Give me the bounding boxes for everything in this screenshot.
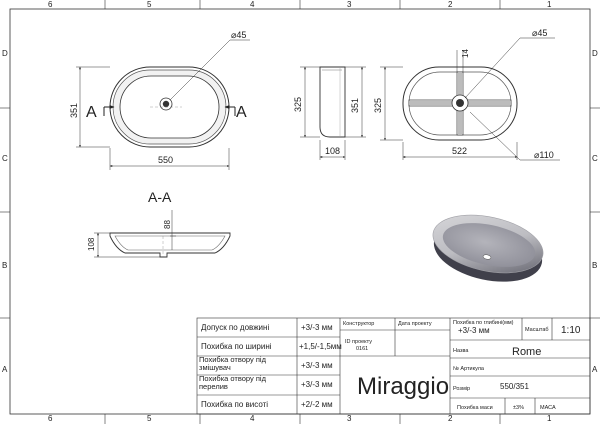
dim-width-label: 550 bbox=[158, 155, 173, 165]
tolerance-label: Похибка отвору під перелив bbox=[199, 375, 266, 391]
foot-dia-label: ⌀110 bbox=[534, 150, 554, 160]
depth-tolerance-value: +3/-3 мм bbox=[458, 326, 490, 335]
mass-error-value: ±3% bbox=[513, 405, 524, 411]
section-view: A-A 108 88 bbox=[87, 189, 231, 258]
mass-error-label: Похибка маси bbox=[457, 405, 493, 411]
section-letter: A bbox=[86, 104, 97, 121]
drain-leader bbox=[169, 39, 231, 101]
grid-columns-top: 6 5 4 3 2 1 bbox=[48, 0, 552, 9]
scale-value: 1:10 bbox=[561, 325, 581, 336]
sheet-border bbox=[9, 8, 591, 415]
grid-row-label: D bbox=[592, 49, 598, 58]
grid-col-label: 3 bbox=[347, 414, 352, 423]
project-id-label: ID проекту bbox=[345, 339, 372, 345]
grid-row-label: B bbox=[592, 261, 597, 270]
section-depth-label: 108 bbox=[87, 237, 96, 251]
dim-width bbox=[109, 148, 230, 170]
top-view: A A 550 351 ⌀45 bbox=[69, 30, 250, 170]
dim-side-depth-label: 108 bbox=[325, 146, 340, 156]
name-label: Назва bbox=[453, 348, 469, 354]
grid-row-label: A bbox=[592, 365, 598, 374]
dim-bottom-width-label: 522 bbox=[452, 146, 467, 156]
tolerance-value: +3/-3 мм bbox=[301, 361, 333, 370]
side-view: 325 351 108 bbox=[293, 66, 366, 160]
grid-rows-right: D C B A bbox=[592, 49, 598, 374]
tolerance-label: Похибка по ширині bbox=[201, 342, 272, 351]
dim-side-height-label: 325 bbox=[293, 97, 303, 112]
tolerance-value: +3/-3 мм bbox=[301, 323, 333, 332]
section-title: A-A bbox=[148, 189, 172, 205]
grid-row-label: B bbox=[2, 261, 7, 270]
section-marker-left: A bbox=[86, 104, 115, 121]
render-3d bbox=[432, 214, 544, 282]
grid-row-label: D bbox=[2, 49, 8, 58]
tolerance-value: +3/-3 мм bbox=[301, 380, 333, 389]
mass-label: МАСА bbox=[540, 405, 556, 411]
title-block-fields: Конструктор Дата проекту ID проекту 0161… bbox=[343, 320, 581, 411]
grid-rows-left: D C B A bbox=[2, 49, 8, 374]
grid-row-label: A bbox=[2, 365, 8, 374]
dim-height bbox=[76, 66, 110, 148]
grid-col-label: 5 bbox=[147, 414, 152, 423]
article-label: № Артикула bbox=[453, 366, 485, 372]
dim-rib-label: 14 bbox=[461, 49, 470, 58]
basin-3d-drain bbox=[482, 254, 492, 260]
tolerance-value: +2/-2 мм bbox=[301, 400, 333, 409]
size-label: Розмір bbox=[453, 386, 470, 392]
project-id-value: 0161 bbox=[356, 346, 368, 352]
grid-col-label: 1 bbox=[547, 0, 552, 9]
tolerance-table: Допуск по довжині +3/-3 мм Похибка по ши… bbox=[199, 323, 342, 409]
grid-col-label: 6 bbox=[48, 0, 53, 9]
tolerance-label: Похибка отвору під змішувач bbox=[199, 356, 266, 372]
grid-col-label: 4 bbox=[250, 0, 255, 9]
designer-label: Конструктор bbox=[343, 321, 374, 327]
side-profile bbox=[319, 66, 346, 138]
bottom-drain-hole bbox=[456, 99, 464, 107]
grid-columns-bottom: 6 5 4 3 2 1 bbox=[48, 414, 552, 423]
name-value: Rome bbox=[512, 346, 541, 358]
date-label: Дата проекту bbox=[398, 321, 432, 327]
grid-row-label: C bbox=[592, 154, 598, 163]
dim-height-label: 351 bbox=[69, 103, 79, 118]
bottom-view: 325 522 14 ⌀45 ⌀110 bbox=[373, 28, 560, 161]
tolerance-label: Допуск по довжині bbox=[201, 323, 269, 332]
drain-hole bbox=[162, 100, 170, 108]
grid-col-label: 2 bbox=[448, 414, 453, 423]
grid-row-label: C bbox=[2, 154, 8, 163]
grid-col-label: 2 bbox=[448, 0, 453, 9]
dim-bottom-height-label: 325 bbox=[373, 98, 383, 113]
grid-col-label: 6 bbox=[48, 414, 53, 423]
brand-logo: Miraggio bbox=[357, 373, 449, 400]
section-marker-right: A bbox=[224, 104, 247, 121]
tolerance-value: +1,5/-1,5мм bbox=[299, 342, 342, 351]
depth-tolerance-label: Похибка по глибині(мм) bbox=[453, 320, 514, 326]
dim-side-inner-label: 351 bbox=[350, 98, 360, 113]
section-letter: A bbox=[236, 104, 247, 121]
grid-col-label: 4 bbox=[250, 414, 255, 423]
drain-dia-label: ⌀45 bbox=[231, 30, 246, 40]
section-inner-depth-label: 88 bbox=[163, 220, 172, 229]
basin-3d-bowl bbox=[442, 223, 536, 267]
size-value: 550/351 bbox=[500, 382, 529, 391]
bottom-drain-dia-label: ⌀45 bbox=[532, 28, 547, 38]
scale-label: Масштаб bbox=[525, 327, 549, 333]
grid-col-label: 5 bbox=[147, 0, 152, 9]
grid-col-label: 1 bbox=[547, 414, 552, 423]
tolerance-label: Похибка по висоті bbox=[201, 400, 268, 409]
grid-col-label: 3 bbox=[347, 0, 352, 9]
title-block bbox=[196, 317, 591, 415]
